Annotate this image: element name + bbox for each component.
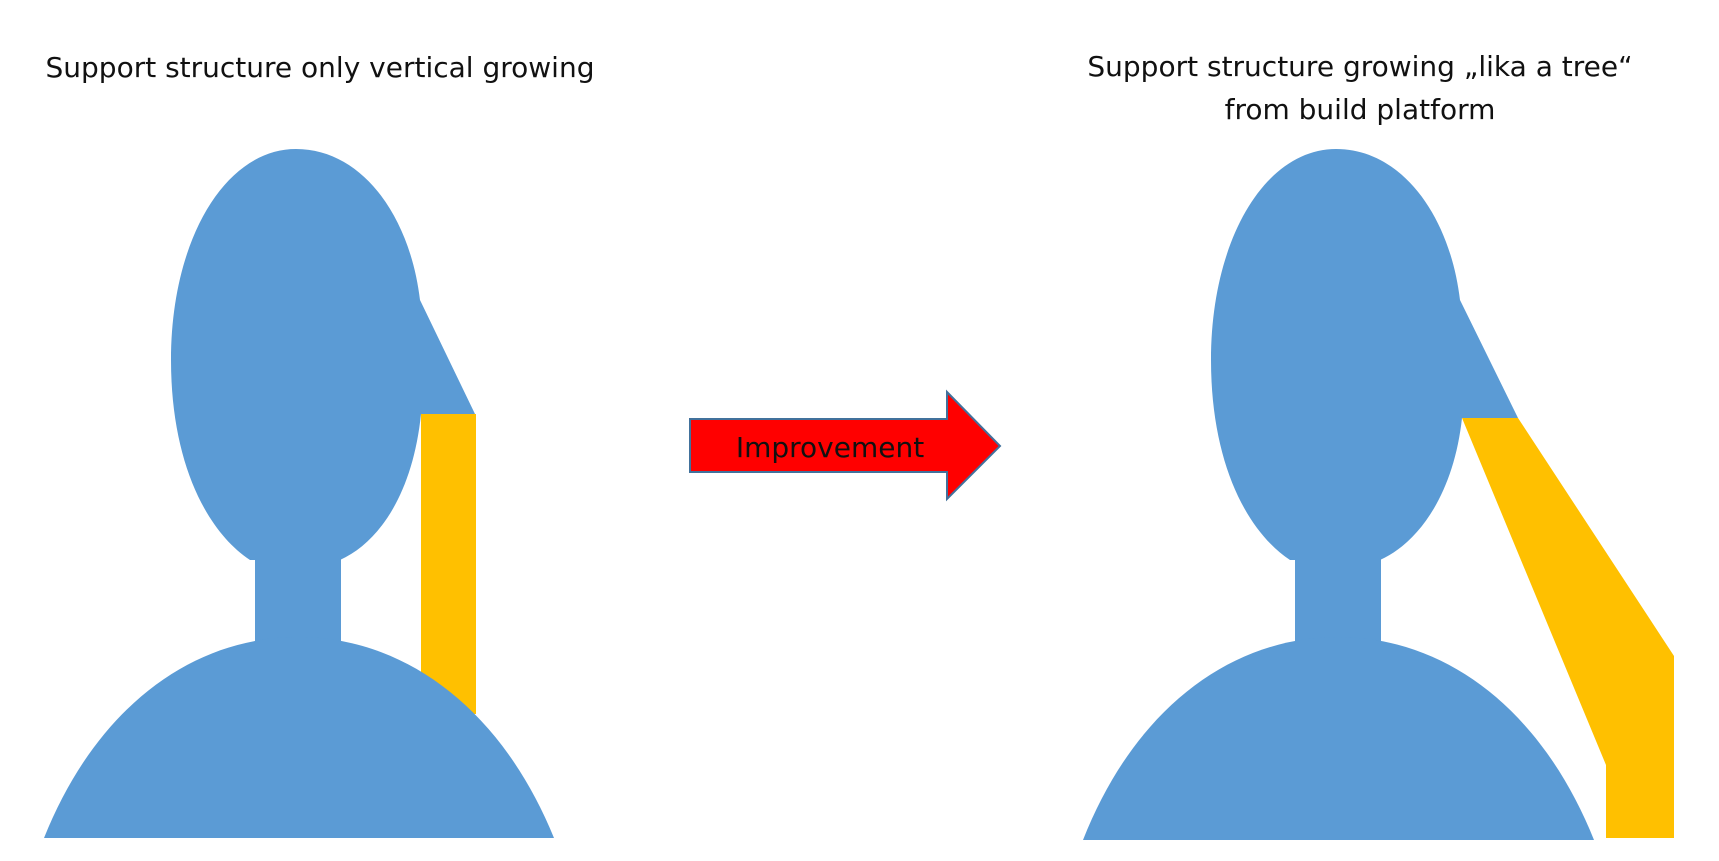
arrow-label: Improvement bbox=[736, 431, 924, 464]
left-caption-text: Support structure only vertical growing bbox=[45, 51, 595, 84]
left-vertical-support bbox=[421, 414, 476, 714]
right-caption-line-1: Support structure growing „lika a tree“ bbox=[1087, 50, 1633, 83]
left-part-shoulders bbox=[44, 637, 554, 838]
arrow-shape bbox=[689, 389, 1002, 502]
right-panel-caption: Support structure growing „lika a tree“ … bbox=[1040, 45, 1680, 131]
left-panel-caption: Support structure only vertical growing bbox=[20, 46, 620, 89]
right-tree-support bbox=[1462, 418, 1674, 838]
right-figure bbox=[1083, 149, 1674, 840]
left-figure bbox=[44, 149, 554, 838]
improvement-arrow: Improvement bbox=[689, 389, 1002, 502]
right-caption-line-2: from build platform bbox=[1224, 93, 1496, 126]
right-part-shoulders bbox=[1083, 637, 1594, 840]
left-part-neck bbox=[255, 546, 341, 646]
right-part-head bbox=[1211, 149, 1518, 560]
right-part-neck bbox=[1295, 546, 1381, 646]
left-part-head bbox=[171, 149, 475, 560]
